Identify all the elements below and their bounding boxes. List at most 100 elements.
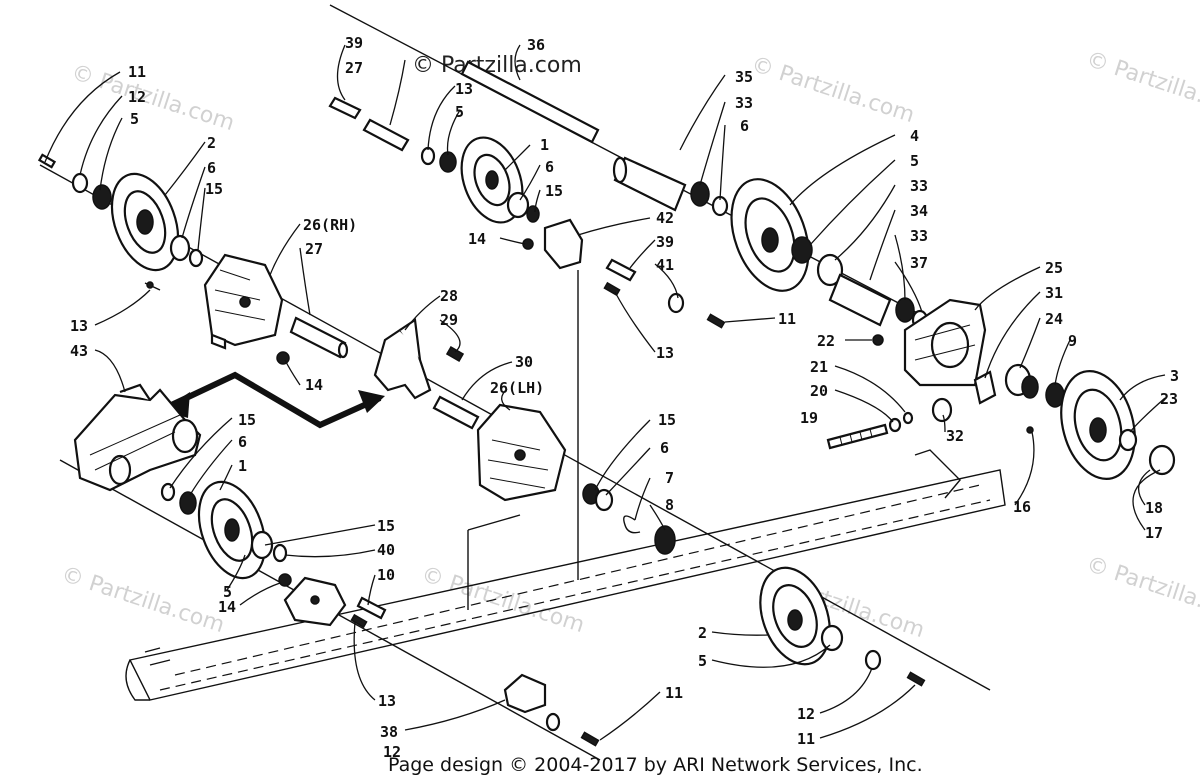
washer <box>545 712 561 732</box>
top-middle-assembly <box>328 96 726 329</box>
callout-number: 33 <box>910 227 928 245</box>
front-arm-frame <box>73 383 202 492</box>
callout-number: 30 <box>515 353 533 371</box>
callout-number: 5 <box>455 103 464 121</box>
callout-number: 18 <box>1145 499 1163 517</box>
end-plate <box>903 298 987 387</box>
callout-number: 19 <box>800 409 818 427</box>
watermark: © Partzilla.com <box>1083 552 1200 628</box>
upper-left-wheel-assembly <box>37 153 204 291</box>
callout-number: 27 <box>345 59 363 77</box>
callout-number: 39 <box>656 233 674 251</box>
bracket-rh <box>203 253 284 350</box>
callout-number: 39 <box>345 34 363 52</box>
callout-number: 40 <box>377 541 395 559</box>
copyright-footer: Page design © 2004-2017 by ARI Network S… <box>388 754 923 776</box>
nut <box>278 573 292 587</box>
callout-number: 28 <box>440 287 458 305</box>
rail-bracket <box>914 449 961 499</box>
callout-number: 42 <box>656 209 674 227</box>
rear-idler-wheel <box>1060 370 1176 480</box>
axle-shaft <box>460 60 600 144</box>
callout-number: 25 <box>1045 259 1063 277</box>
lower-bracket <box>283 576 347 627</box>
spacer <box>356 596 387 620</box>
lower-middle-assembly <box>582 483 926 687</box>
callout-number: 20 <box>810 382 828 400</box>
callout-number: 21 <box>810 358 828 376</box>
callout-number: 24 <box>1045 310 1063 328</box>
watermark: © Partzilla.com <box>418 562 587 638</box>
callout-number: 15 <box>377 517 395 535</box>
bracket-lh <box>476 403 567 502</box>
callout-number: 14 <box>218 598 236 616</box>
callout-number: 33 <box>910 177 928 195</box>
callout-number: 12 <box>797 705 815 723</box>
callout-number: 12 <box>128 88 146 106</box>
callout-number: 13 <box>378 692 396 710</box>
callout-number: 16 <box>1013 498 1031 516</box>
callout-number: 15 <box>205 180 223 198</box>
callout-number: 3 <box>1170 367 1179 385</box>
adjuster-block <box>1004 363 1065 408</box>
callout-number: 15 <box>658 411 676 429</box>
callout-number: 31 <box>1045 284 1063 302</box>
callout-number: 41 <box>656 256 674 274</box>
callout-number: 33 <box>735 94 753 112</box>
callout-number: 6 <box>207 159 216 177</box>
callout-number: 36 <box>527 36 545 54</box>
callout-number: 5 <box>130 110 139 128</box>
callout-number: 6 <box>238 433 247 451</box>
bolt <box>580 731 600 747</box>
callout-number: 32 <box>946 427 964 445</box>
callout-number: 26(LH) <box>490 379 544 397</box>
callout-number: 5 <box>910 152 919 170</box>
pivot-arm <box>373 318 465 400</box>
nut <box>872 334 884 346</box>
leader-line <box>467 514 521 531</box>
callout-number: 26(RH) <box>303 216 357 234</box>
callout-number: 15 <box>238 411 256 429</box>
callout-number: 6 <box>740 117 749 135</box>
bolt <box>350 613 368 629</box>
watermark: © Partzilla.com <box>68 60 237 136</box>
callout-number: 37 <box>910 254 928 272</box>
callout-number: 11 <box>778 310 796 328</box>
callout-number: 22 <box>817 332 835 350</box>
callout-number: 1 <box>238 457 247 475</box>
callout-number: 12 <box>383 743 401 761</box>
watermark: © Partzilla.com <box>58 562 227 638</box>
callout-number: 14 <box>468 230 486 248</box>
callout-number: 27 <box>305 240 323 258</box>
callout-number: 34 <box>910 202 928 220</box>
callout-number: 29 <box>440 311 458 329</box>
upper-right-wheel-assembly <box>612 156 929 331</box>
callout-number: 8 <box>665 496 674 514</box>
callout-number: 43 <box>70 342 88 360</box>
watermark-top: © Partzilla.com <box>412 53 582 78</box>
callout-number: 4 <box>910 127 919 145</box>
lower-left-wheel-assembly <box>160 480 288 580</box>
callout-number: 6 <box>545 158 554 176</box>
nut <box>276 351 290 365</box>
callout-number: 13 <box>455 80 473 98</box>
watermark: © Partzilla.com <box>748 52 917 128</box>
callout-number: 14 <box>305 376 323 394</box>
slide-rail <box>125 469 1006 701</box>
callout-number: 38 <box>380 723 398 741</box>
callout-number: 11 <box>128 63 146 81</box>
callout-number: 1 <box>540 136 549 154</box>
tension-bolt <box>826 397 1034 450</box>
callout-number: 13 <box>656 344 674 362</box>
spacer-tube <box>289 316 349 359</box>
callout-number: 15 <box>545 182 563 200</box>
callout-number: 23 <box>1160 390 1178 408</box>
callout-number: 17 <box>1145 524 1163 542</box>
callout-number: 10 <box>377 566 395 584</box>
callout-number: 6 <box>660 439 669 457</box>
watermark: © Partzilla.com <box>1083 47 1200 123</box>
callout-number: 7 <box>665 469 674 487</box>
clip <box>973 370 997 405</box>
callout-number: 9 <box>1068 332 1077 350</box>
callout-number: 11 <box>665 684 683 702</box>
